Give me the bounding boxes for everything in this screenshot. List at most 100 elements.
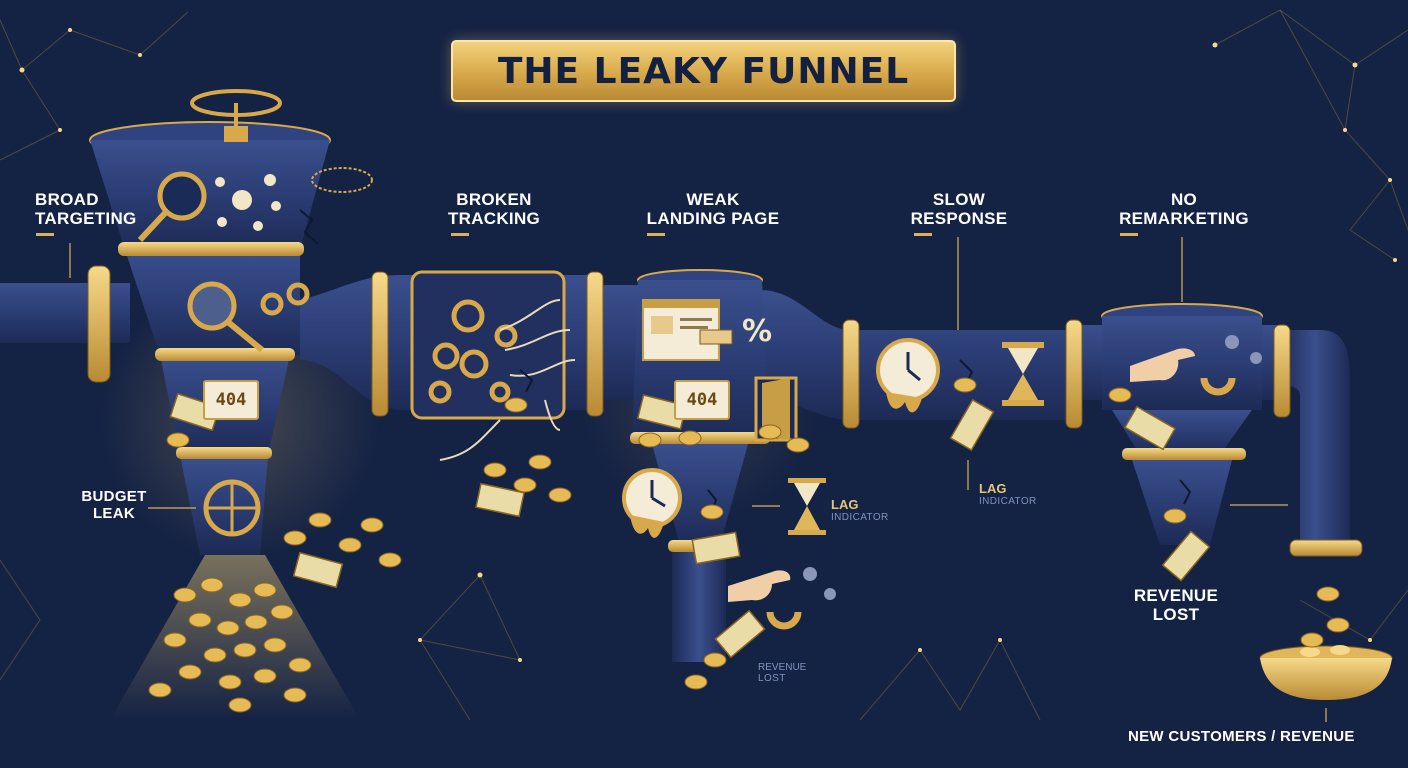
label-tick [647,233,665,236]
coin-icon [483,462,507,478]
broken-tracking-box [410,270,576,461]
stage-label-line1: NO [1170,190,1198,209]
user-icon [215,174,281,231]
coin-icon [166,432,190,448]
coin-icon [308,512,332,528]
revenue-lost-label: REVENUE LOST [1126,586,1226,624]
coin-icon [253,582,277,598]
coin-icon [253,668,277,684]
coin-icon [1316,586,1340,602]
stage-label-broken-tracking: BROKEN TRACKING [444,190,544,228]
coin-icon [548,487,572,503]
label-tick [1120,233,1138,236]
coin-icon [188,612,212,628]
coin-icon [678,430,702,446]
error-404-badge: 404 [203,380,259,420]
lag-indicator-subtitle: INDICATOR [831,512,889,523]
lag-indicator-label: LAG INDICATOR [831,498,889,524]
revenue-lost-small-line1: REVENUE [758,662,807,673]
cta-button-icon [699,329,733,345]
coin-icon [200,577,224,593]
coin-icon [513,477,537,493]
magnifier-icon [137,171,264,353]
banknote-icon [949,398,995,452]
coin-icon [148,682,172,698]
magnet-icon [1200,377,1236,396]
coin-icon [288,657,312,673]
stage-label-no-remarketing: NO REMARKETING [1114,190,1254,228]
banknote-icon [292,551,344,589]
stage-label-slow-response: SLOW RESPONSE [908,190,1010,228]
funnel-no-remarketing [1101,303,1263,545]
revenue-lost-small-label: REVENUE LOST [758,662,806,684]
coin-icon [216,620,240,636]
coin-icon [228,592,252,608]
coin-icon [283,530,307,546]
budget-leak-line1: BUDGET [81,488,147,505]
stage-label-broad-targeting: BROAD TARGETING [35,190,137,228]
coin-icon [786,437,810,453]
banknote-icon [1161,530,1211,582]
collection-bowl-icon [1259,645,1393,700]
percent-sign: % [742,314,773,349]
coin-icon [244,614,268,630]
stage-label-line2: TARGETING [35,209,137,228]
coin-icon [233,642,257,658]
coin-icon [1326,617,1350,633]
valve-wheel-icon [190,89,282,142]
coins-layer [148,377,1350,713]
error-404-badge: 404 [674,380,730,420]
stage-label-line1: BROKEN [456,190,532,209]
funnel-weak-landing [630,269,798,662]
label-tick [451,233,469,236]
stage-label-line1: SLOW [932,190,986,209]
hand-magnet-group [728,567,836,630]
pipe-couplings [87,265,1363,557]
coin-icon [1300,632,1324,648]
coin-icon [218,674,242,690]
coin-icon [1163,508,1187,524]
banknote-icon [714,609,766,659]
coin-icon [228,697,252,713]
coin-icon [203,647,227,663]
revenue-lost-small-line2: LOST [758,673,786,684]
lasso-rope [311,167,373,193]
clock-icon [876,338,940,413]
page-title: THE LEAKY FUNNEL [497,50,910,92]
lag-indicator-title: LAG [979,481,1007,496]
coin-icon [638,432,662,448]
lag-clock-icon [622,468,682,538]
title-plaque: THE LEAKY FUNNEL [451,40,956,102]
revenue-lost-line2: LOST [1152,605,1200,624]
coin-icon [360,517,384,533]
coin-icon [1108,387,1132,403]
lag-indicator-subtitle: INDICATOR [979,496,1037,507]
coin-icon [178,664,202,680]
stage-label-weak-landing-page: WEAK LANDING PAGE [640,190,786,228]
lag-indicator-label: LAG INDICATOR [979,481,1037,508]
plug-cable-icon [439,299,576,461]
coin-icon [953,377,977,393]
stage-label-line2: RESPONSE [910,209,1008,228]
label-tick [914,233,932,236]
coin-spray-glow [110,555,360,720]
banknote-icon [1123,405,1177,451]
slow-response-section [876,338,1044,413]
coin-icon [338,537,362,553]
outcome-label: NEW CUSTOMERS / REVENUE [1128,728,1355,745]
banknote-icon [475,482,525,518]
lag-hourglass-icon [788,478,826,535]
coin-icon [703,652,727,668]
coin-icon [700,504,724,520]
stage-label-line1: BROAD [35,190,99,209]
budget-leak-label: BUDGET LEAK [74,488,154,522]
coin-icon [263,637,287,653]
banknote-icon [691,531,741,565]
constellation-stars [19,28,1397,662]
coin-icon [163,632,187,648]
stage-label-line1: WEAK [686,190,740,209]
hand-icon [1130,348,1195,382]
coin-icon [528,454,552,470]
gear-icon [260,282,310,316]
coin-icon [504,397,528,413]
